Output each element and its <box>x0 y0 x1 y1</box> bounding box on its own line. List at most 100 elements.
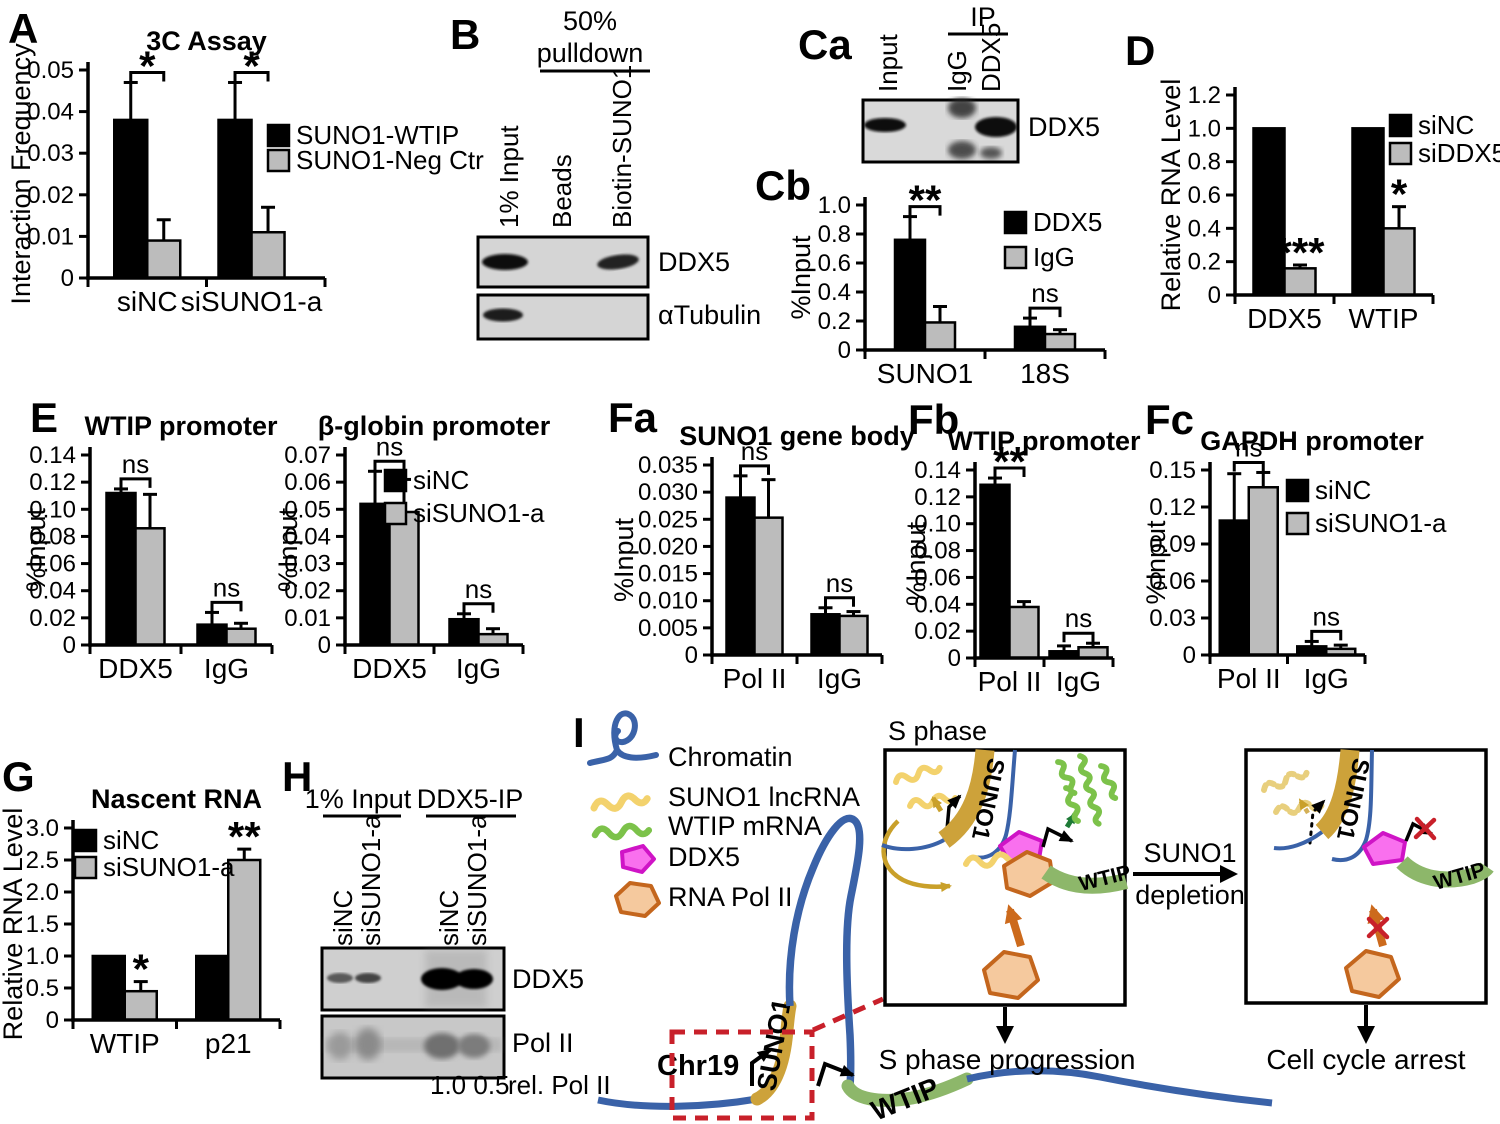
legend-label: siNC <box>413 465 469 495</box>
chart-title: WTIP promoter <box>84 411 278 441</box>
lane-label-input: 1% Input <box>494 125 524 228</box>
legend-label: IgG <box>1033 242 1075 272</box>
s-phase-progression-label: S phase progression <box>879 1044 1136 1075</box>
legend-label: siSUNO1-a <box>103 852 235 882</box>
bar <box>146 239 182 280</box>
quantification-label: rel. Pol II <box>508 1070 611 1100</box>
y-tick-label: 1.0 <box>1188 115 1221 142</box>
sig-bracket <box>233 70 270 82</box>
panel-label-cb: Cb <box>755 162 811 209</box>
panel-label-fb: Fb <box>908 396 960 443</box>
rna-pol-ii-icon <box>614 881 661 918</box>
y-axis-label: Relative RNA Level <box>1156 79 1186 312</box>
wtip-tss-arrow-box1 <box>1041 826 1074 848</box>
panel-label-fa: Fa <box>608 394 658 441</box>
y-axis-label: Relative RNA Level <box>0 808 28 1041</box>
blot-panel-h: 1% Input DDX5-IP siNC siSUNO1-a siNC siS… <box>305 784 611 1100</box>
band <box>328 1032 352 1060</box>
x-category-label: Pol II <box>978 666 1042 697</box>
bar <box>91 954 126 1022</box>
chr19-label: Chr19 <box>657 1050 739 1082</box>
lane-label: siSUNO1-a <box>356 814 386 946</box>
y-tick-label: 0.4 <box>1188 215 1221 242</box>
y-tick-label: 0 <box>61 265 74 292</box>
y-tick-label: 0.010 <box>638 588 698 615</box>
ip-header: IP <box>970 2 996 32</box>
suno1-transcription-arrow-small <box>930 796 944 813</box>
legend-label: DDX5 <box>1033 207 1102 237</box>
y-tick-label: 0 <box>1208 282 1221 309</box>
y-tick-label: 0.04 <box>284 523 331 550</box>
sig-bracket <box>210 600 243 612</box>
chromatin-loop <box>785 814 864 1087</box>
y-tick-label: 0.04 <box>914 591 961 618</box>
pulldown-header-2: pulldown <box>537 38 644 68</box>
y-axis-label: %Input <box>21 507 51 592</box>
legend-label: siNC <box>103 825 159 855</box>
band <box>948 98 976 118</box>
bar <box>227 858 262 1022</box>
legend-swatch <box>73 828 98 853</box>
y-tick-label: 0.03 <box>1149 605 1196 632</box>
sig-bracket <box>739 464 770 475</box>
lane-label-input: Input <box>873 33 903 92</box>
sig-label: ** <box>228 813 261 860</box>
band <box>980 147 1002 159</box>
legend-label: siNC <box>1418 110 1474 140</box>
bar <box>113 118 149 280</box>
y-tick-label: 0.030 <box>638 479 698 506</box>
bar <box>1351 127 1385 297</box>
sig-bracket <box>824 596 855 607</box>
x-category-label: IgG <box>456 653 501 684</box>
pol-ii-box2 <box>1344 949 1401 999</box>
bar <box>725 496 756 657</box>
x-category-label: WTIP <box>1349 303 1419 334</box>
y-tick-label: 0.03 <box>27 140 74 167</box>
band <box>355 1028 381 1060</box>
sig-label: * <box>133 946 150 993</box>
sig-bracket <box>1232 460 1265 472</box>
bar <box>250 230 286 280</box>
x-category-label: IgG <box>1304 663 1349 694</box>
band-label-polii: Pol II <box>512 1028 574 1058</box>
cell-cycle-arrest-label: Cell cycle arrest <box>1266 1044 1465 1075</box>
sig-bracket <box>129 70 166 82</box>
band <box>327 973 353 983</box>
sig-bracket <box>119 477 152 488</box>
y-tick-label: 0.06 <box>284 469 331 496</box>
y-tick-label: 0.08 <box>914 538 961 565</box>
x-category-label: 18S <box>1020 358 1070 389</box>
y-tick-label: 0.10 <box>914 511 961 538</box>
y-tick-label: 2.5 <box>26 847 59 874</box>
panel-label-i: I <box>573 709 585 756</box>
bar <box>123 989 158 1022</box>
s-phase-title: S phase <box>888 716 987 746</box>
band <box>424 1033 460 1059</box>
y-tick-label: 3.0 <box>26 815 59 842</box>
y-tick-label: 0 <box>838 337 851 364</box>
legend-label-chromatin: Chromatin <box>668 742 793 772</box>
bar <box>1382 227 1416 297</box>
band <box>455 969 493 989</box>
x-category-label: DDX5 <box>352 653 427 684</box>
x-category-label: siNC <box>117 286 178 317</box>
y-tick-label: 0.12 <box>1149 494 1196 521</box>
lane-label-igg: IgG <box>942 50 972 92</box>
lane-label-beads: Beads <box>547 154 577 228</box>
depletion-label-1: SUNO1 <box>1143 838 1236 868</box>
y-axis-label: %Input <box>786 235 816 320</box>
legend-swatch <box>1388 141 1413 166</box>
legend-swatch <box>1388 113 1413 138</box>
x-category-label: IgG <box>817 663 862 694</box>
sig-label: ns <box>122 449 149 479</box>
wtip-gene-band-box2 <box>1396 856 1494 888</box>
blocked-x-1 <box>1413 816 1437 841</box>
lane-label: siNC <box>434 890 464 946</box>
sig-label: * <box>1391 171 1408 218</box>
